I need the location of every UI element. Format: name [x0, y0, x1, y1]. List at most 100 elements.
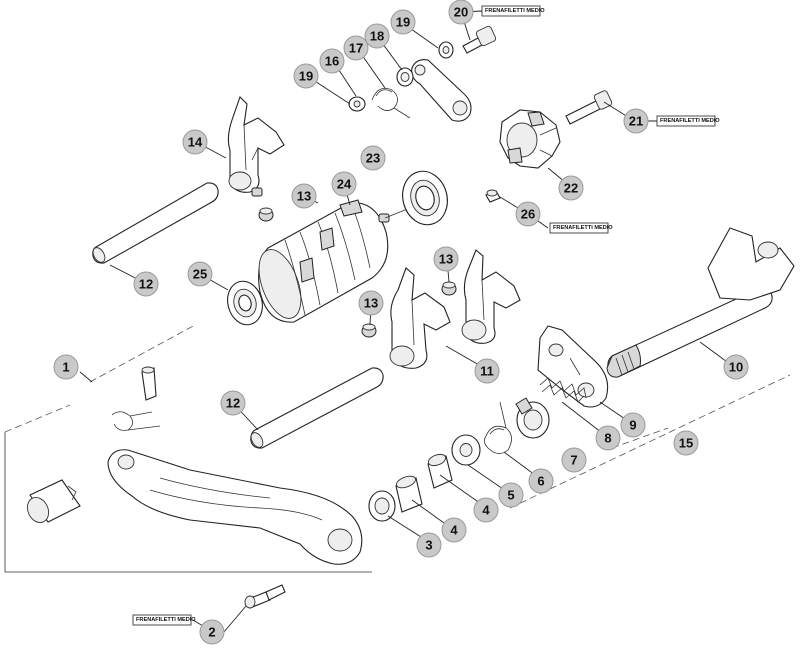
- washer-part-19-lower: [348, 96, 366, 112]
- bushing-part-4-a: [427, 453, 453, 489]
- bushing-part-17: [396, 67, 414, 87]
- svg-text:26: 26: [521, 207, 535, 222]
- badge-12b: 12: [220, 390, 246, 416]
- gear-lever-part-1: [26, 366, 363, 565]
- badge-19b: 19: [293, 63, 319, 89]
- svg-text:3: 3: [425, 538, 432, 553]
- badge-25: 25: [187, 261, 213, 287]
- bushing-part-4-b: [395, 475, 423, 513]
- svg-text:24: 24: [337, 177, 352, 192]
- svg-text:22: 22: [564, 181, 578, 196]
- svg-text:4: 4: [450, 523, 458, 538]
- svg-text:13: 13: [364, 296, 378, 311]
- svg-text:19: 19: [396, 15, 410, 30]
- badge-3: 3: [416, 532, 442, 558]
- bearing-part-25: [227, 280, 263, 326]
- svg-text:21: 21: [629, 114, 643, 129]
- bush-part-7: [515, 397, 550, 439]
- bearing-part-23: [402, 170, 448, 226]
- callout-part-21: FRENAFILETTI MEDIO: [656, 115, 720, 127]
- bolt-part-2: [244, 584, 286, 609]
- svg-text:25: 25: [193, 267, 207, 282]
- washer-part-19-upper: [438, 41, 454, 59]
- svg-text:19: 19: [299, 69, 313, 84]
- badge-21: 21: [623, 108, 649, 134]
- selector-plate-part-9: [537, 325, 609, 408]
- callout-text-20: FRENAFILETTI MEDIO: [485, 8, 545, 14]
- badge-8: 8: [595, 425, 621, 451]
- svg-text:16: 16: [325, 54, 339, 69]
- badge-14: 14: [182, 129, 208, 155]
- badge-24: 24: [331, 171, 357, 197]
- svg-text:23: 23: [366, 151, 380, 166]
- svg-text:2: 2: [208, 625, 215, 640]
- badge-22: 22: [558, 175, 584, 201]
- svg-text:6: 6: [537, 474, 544, 489]
- svg-text:13: 13: [297, 189, 311, 204]
- washer-part-5: [451, 434, 481, 466]
- svg-text:5: 5: [507, 488, 514, 503]
- roller-part-13-a: [258, 207, 274, 222]
- callout-text-26: FRENAFILETTI MEDIO: [553, 225, 613, 231]
- svg-text:15: 15: [679, 436, 693, 451]
- shift-shaft-part-10: [606, 227, 795, 378]
- svg-text:9: 9: [629, 418, 636, 433]
- badge-12a: 12: [133, 271, 159, 297]
- spring-part-6: [484, 401, 512, 454]
- badge-6: 6: [528, 468, 554, 494]
- group-outline-1: [4, 324, 372, 573]
- badge-26: 26: [515, 201, 541, 227]
- badge-17: 17: [343, 35, 369, 61]
- badge-1: 1: [53, 354, 79, 380]
- callout-part-26: FRENAFILETTI MEDIO: [549, 222, 613, 234]
- badge-7: 7: [561, 447, 587, 473]
- badge-13a: 13: [291, 183, 317, 209]
- lever-part-18: [411, 59, 472, 122]
- badge-10: 10: [723, 354, 749, 380]
- badge-9: 9: [620, 412, 646, 438]
- svg-text:4: 4: [482, 503, 490, 518]
- badge-18: 18: [364, 23, 390, 49]
- badge-4a: 4: [441, 517, 467, 543]
- svg-text:7: 7: [570, 453, 577, 468]
- roller-part-13-c: [361, 323, 377, 338]
- shaft-part-12-lower: [250, 367, 384, 449]
- shift-drum-part-24: [258, 199, 411, 323]
- spring-part-8: [539, 377, 587, 403]
- svg-text:14: 14: [188, 135, 203, 150]
- svg-text:8: 8: [604, 431, 611, 446]
- svg-text:1: 1: [62, 360, 69, 375]
- badge-19a: 19: [390, 9, 416, 35]
- svg-text:10: 10: [729, 360, 743, 375]
- badge-16: 16: [319, 48, 345, 74]
- badge-5: 5: [498, 482, 524, 508]
- shift-fork-part-14: [227, 95, 285, 197]
- badge-13c: 13: [358, 290, 384, 316]
- svg-text:12: 12: [226, 396, 240, 411]
- svg-text:17: 17: [349, 41, 363, 56]
- callout-text-2: FRENAFILETTI MEDIO: [136, 617, 196, 623]
- seal-part-3: [368, 490, 396, 522]
- svg-text:12: 12: [139, 277, 153, 292]
- svg-text:13: 13: [439, 252, 453, 267]
- callout-part-20: FRENAFILETTI MEDIO: [481, 5, 545, 17]
- roller-part-13-b: [441, 281, 457, 296]
- callout-part-2: FRENAFILETTI MEDIO: [132, 614, 196, 626]
- badge-11: 11: [474, 358, 500, 384]
- callout-text-21: FRENAFILETTI MEDIO: [660, 118, 720, 124]
- svg-text:18: 18: [370, 29, 384, 44]
- group-outline-15: [509, 374, 791, 509]
- svg-text:20: 20: [454, 5, 468, 20]
- badge-23: 23: [360, 145, 386, 171]
- badge-2: 2: [199, 619, 225, 645]
- shaft-part-12-upper: [92, 182, 219, 264]
- svg-text:11: 11: [480, 364, 494, 379]
- star-wheel-part-22: [499, 109, 561, 169]
- badge-15: 15: [673, 430, 699, 456]
- shift-forks-part-11: [389, 249, 521, 369]
- badge-4b: 4: [473, 497, 499, 523]
- bolt-part-21: [565, 90, 613, 125]
- pin-part-26: [485, 189, 501, 203]
- badge-20: 20: [448, 0, 474, 25]
